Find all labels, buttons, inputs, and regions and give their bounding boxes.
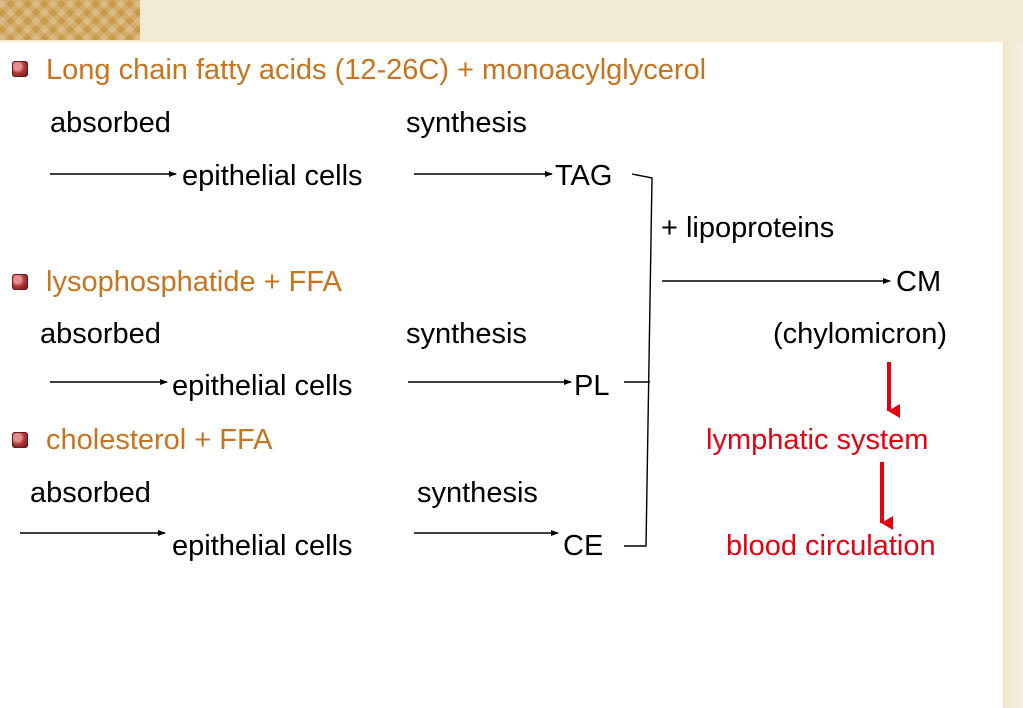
row2-absorbed-label: absorbed bbox=[40, 318, 161, 350]
flower-bullet-icon bbox=[12, 432, 28, 448]
cm-label: CM bbox=[896, 266, 942, 298]
merge-bracket bbox=[624, 173, 653, 547]
row3-synthesis-label: synthesis bbox=[417, 477, 538, 509]
row1-heading: Long chain fatty acids (12-26C) + monoac… bbox=[46, 54, 707, 86]
row3-absorbed-label: absorbed bbox=[30, 477, 151, 509]
lipoproteins-label: + lipoproteins bbox=[661, 212, 835, 244]
row2-heading: lysophosphatide + FFA bbox=[46, 266, 342, 298]
row1-product-tag: TAG bbox=[555, 160, 613, 192]
slide-border bbox=[1003, 42, 1023, 708]
row2-epithelial-cells: epithelial cells bbox=[172, 370, 353, 402]
row2-product-pl: PL bbox=[574, 370, 610, 402]
row2-synthesis-label: synthesis bbox=[406, 318, 527, 350]
row1-epithelial-cells: epithelial cells bbox=[182, 160, 363, 192]
flower-bullet-icon bbox=[12, 61, 28, 77]
corner-decoration bbox=[0, 0, 140, 40]
blood-circulation-label: blood circulation bbox=[726, 530, 936, 562]
chylomicron-note: (chylomicron) bbox=[773, 318, 948, 350]
row3-heading: cholesterol + FFA bbox=[46, 424, 273, 456]
row3-product-ce: CE bbox=[563, 530, 604, 562]
slide-canvas bbox=[0, 42, 1003, 708]
flower-bullet-icon bbox=[12, 274, 28, 290]
lymphatic-system-label: lymphatic system bbox=[706, 424, 929, 456]
row1-synthesis-label: synthesis bbox=[406, 107, 527, 139]
row3-epithelial-cells: epithelial cells bbox=[172, 530, 353, 562]
row1-absorbed-label: absorbed bbox=[50, 107, 171, 139]
